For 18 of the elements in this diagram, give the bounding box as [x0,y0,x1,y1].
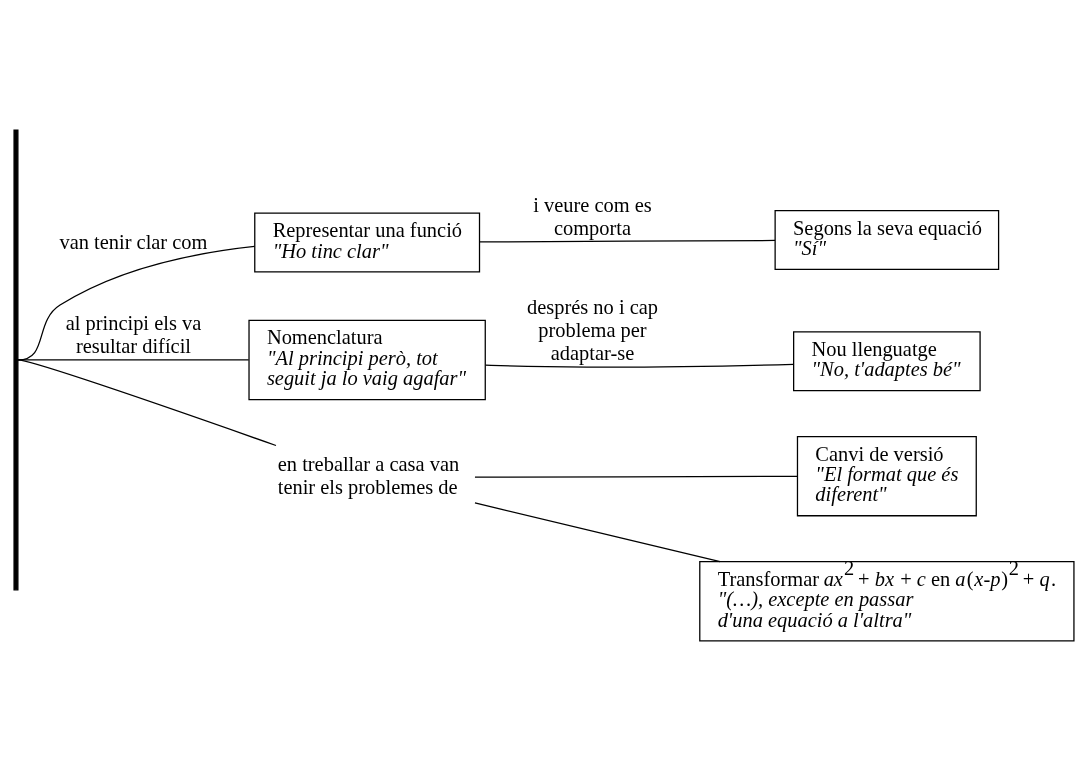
connector [485,363,795,368]
connector [17,245,256,361]
connector [17,359,277,447]
connector [474,502,721,563]
connector [479,239,776,243]
node-box: Representar una funció "Ho tinc clar" [254,212,481,273]
connector [17,359,250,361]
node-box: Nou llenguatge "No, t'adaptes bé" [793,331,981,392]
edge-label: després no i cap problema per adaptar-se [527,295,659,364]
edge-label: i veure com es comporta [533,193,652,239]
node-box: Nomenclatura "Al principi però, tot seguit ja lo vaig agafar" [248,319,486,401]
connector [474,475,798,478]
node-bar [13,129,19,591]
node-box: Segons la seva equació "Sí" [774,209,1000,270]
edge-label: van tenir clar com [59,230,208,253]
node-box: Canvi de versió "El format que és diferent" [796,435,977,517]
edge-label: al principi els va resultar difícil [65,312,202,358]
node-text: en treballar a casa van tenir els problemes de [277,452,460,498]
